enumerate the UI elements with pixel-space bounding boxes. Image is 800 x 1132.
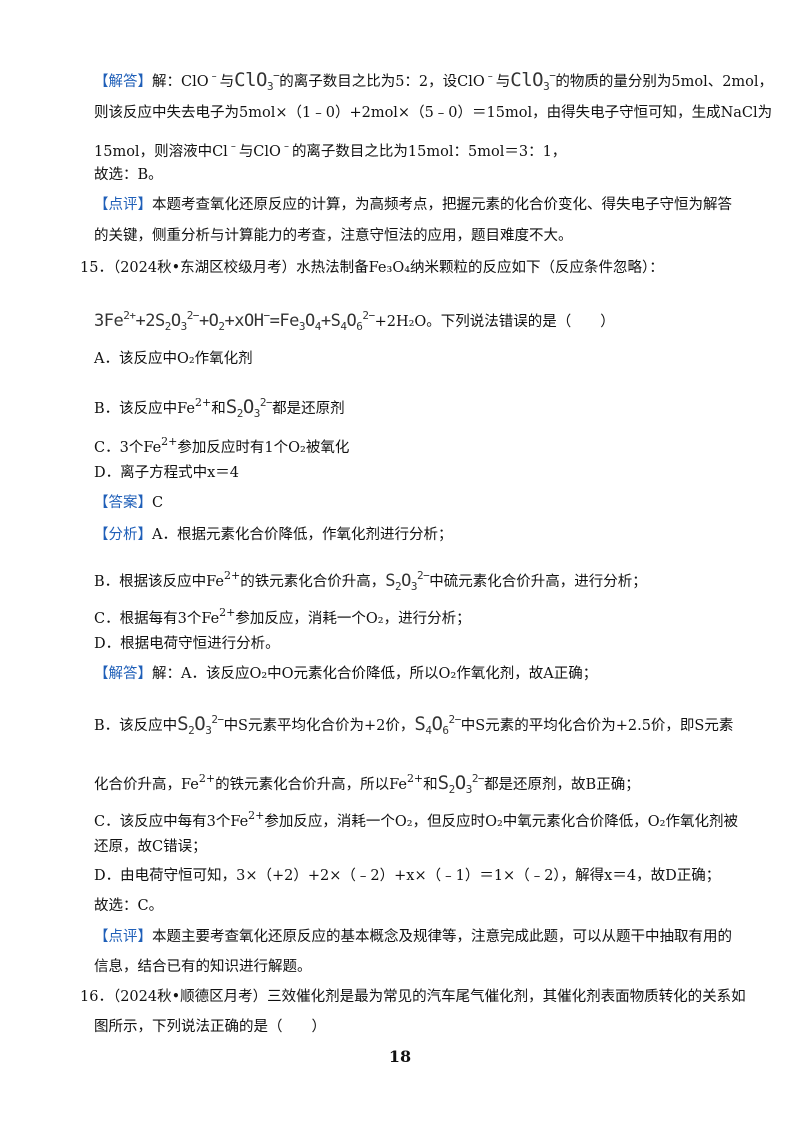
clo3-ion: ClO3− <box>234 69 280 93</box>
q15-option-d: D．离子方程式中x＝4 <box>94 465 240 481</box>
solution-tag: 【解答】 <box>94 74 152 90</box>
review-tag: 【点评】 <box>94 929 152 945</box>
q15-review-line1: 【点评】本题主要考查氧化还原反应的基本概念及规律等，注意完成此题，可以从题干中抽… <box>94 929 732 945</box>
q15-solution-b2: 化合价升高，Fe2+的铁元素化合价升高，所以Fe2+和S2O32−都是还原剂，故… <box>94 772 640 796</box>
solution-tag: 【解答】 <box>94 666 152 682</box>
q15-solution-c1: C．该反应中每有3个Fe2+参加反应，消耗一个O₂，但反应时O₂中氧元素化合价降… <box>94 809 738 830</box>
q14-solution-line1: 【解答】解：ClO﹣与ClO3−的离子数目之比为5：2，设ClO﹣与ClO3−的… <box>94 69 774 93</box>
q15-analysis-a: 【分析】A．根据元素化合价降低，作氧化剂进行分析； <box>94 527 453 543</box>
answer-tag: 【答案】 <box>94 495 152 511</box>
q15-choose: 故选：C。 <box>94 898 164 914</box>
clo3-ion: ClO3− <box>510 69 556 93</box>
q14-solution-line3: 15mol，则溶液中Cl﹣与ClO﹣的离子数目之比为15mol：5mol＝3：1… <box>94 139 567 160</box>
q15-solution-d: D．由电荷守恒可知，3×（+2）+2×（﹣2）+x×（﹣1）＝1×（﹣2），解得… <box>94 868 721 884</box>
q15-analysis-c: C．根据每有3个Fe2+参加反应，消耗一个O₂，进行分析； <box>94 606 471 627</box>
analysis-tag: 【分析】 <box>94 527 152 543</box>
question-number: 16． <box>80 989 113 1005</box>
q15-solution-a: 【解答】解：A．该反应O₂中O元素化合价降低，所以O₂作氧化剂，故A正确； <box>94 666 598 682</box>
q15-review-line2: 信息，结合已有的知识进行解题。 <box>94 959 312 975</box>
q15-solution-b1: B．该反应中S2O32−中S元素平均化合价为+2价，S4O62−中S元素的平均化… <box>94 713 734 737</box>
q14-review-line1: 【点评】本题考查氧化还原反应的计算，为高频考点，把握元素的化合价变化、得失电子守… <box>94 197 732 213</box>
q15-stem: 15．（2024秋•东湖区校级月考）水热法制备Fe₃O₄纳米颗粒的反应如下（反应… <box>80 260 664 276</box>
q15-analysis-b: B．根据该反应中Fe2+的铁元素化合价升高，S2O32−中硫元素化合价升高，进行… <box>94 569 647 593</box>
q15-solution-c2: 还原，故C错误； <box>94 839 207 855</box>
q14-review-line2: 的关键，侧重分析与计算能力的考查，注意守恒法的应用，题目难度不大。 <box>94 228 573 244</box>
q15-analysis-d: D．根据电荷守恒进行分析。 <box>94 636 280 652</box>
q14-solution-line2: 则该反应中失去电子为5mol×（1﹣0）+2mol×（5﹣0）＝15mol，由得… <box>94 105 773 121</box>
q16-stem-line1: 16．（2024秋•顺德区月考）三效催化剂是最为常见的汽车尾气催化剂，其催化剂表… <box>80 989 746 1005</box>
q15-option-c: C．3个Fe2+参加反应时有1个O₂被氧化 <box>94 435 350 456</box>
question-number: 15． <box>80 260 113 276</box>
q15-option-b: B．该反应中Fe2+和S2O32−都是还原剂 <box>94 396 345 420</box>
q16-stem-line2: 图所示，下列说法正确的是（ ） <box>94 1019 326 1035</box>
q14-choose: 故选：B。 <box>94 167 163 183</box>
q15-equation: 3Fe2++2S2O32−+O2+xOH−=Fe3O4+S4O62−+2H₂O。… <box>94 309 615 333</box>
q15-answer: 【答案】C <box>94 495 164 511</box>
review-tag: 【点评】 <box>94 197 152 213</box>
page-number: 18 <box>388 1047 412 1066</box>
q15-option-a: A．该反应中O₂作氧化剂 <box>94 351 253 367</box>
